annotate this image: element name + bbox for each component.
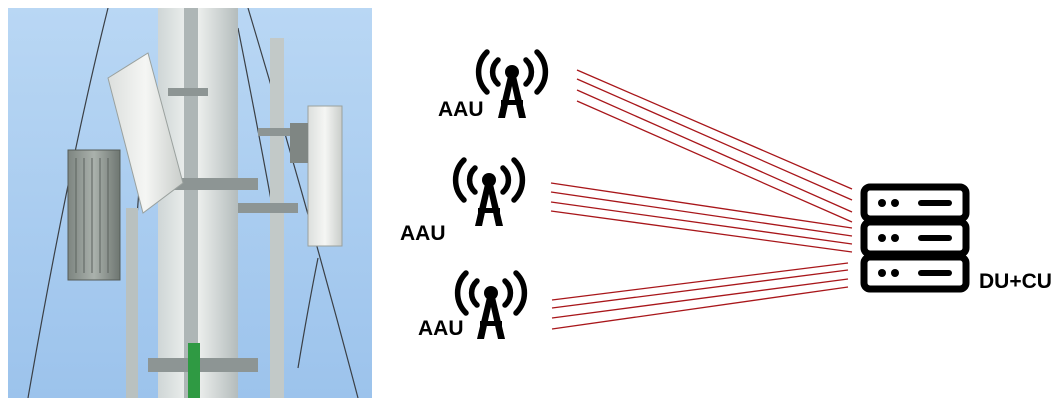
link-line [550,182,853,229]
right-panel-antenna [307,105,343,247]
antenna-1 [475,49,549,118]
antenna-2 [452,157,526,226]
radio-tower-icon [452,157,526,226]
green-pipe [188,343,200,398]
radio-unit [67,149,121,281]
link-line [551,278,849,319]
server-label: DU+CU [979,270,1052,293]
antenna-3-label: AAU [418,317,464,340]
link-line [551,269,849,309]
link-line [550,191,853,237]
antenna-1-label: AAU [438,98,484,121]
link-line [576,78,853,201]
center-pipe [184,8,198,398]
link-line [576,100,853,223]
link-line [551,286,849,330]
antenna-2-label: AAU [400,222,446,245]
link-line [551,262,849,301]
link-line [576,69,853,190]
left-pipe [126,208,138,398]
link-line [550,210,853,253]
antenna-3 [454,270,528,339]
link-line [576,89,853,213]
radio-tower-icon [454,270,528,339]
panel-antenna [107,52,184,214]
server-rack-icon [860,183,970,293]
radio-tower-icon [475,49,549,118]
links-group [550,69,853,330]
small-unit [290,123,308,163]
link-line [550,201,853,245]
cell-tower-photo [8,8,372,398]
